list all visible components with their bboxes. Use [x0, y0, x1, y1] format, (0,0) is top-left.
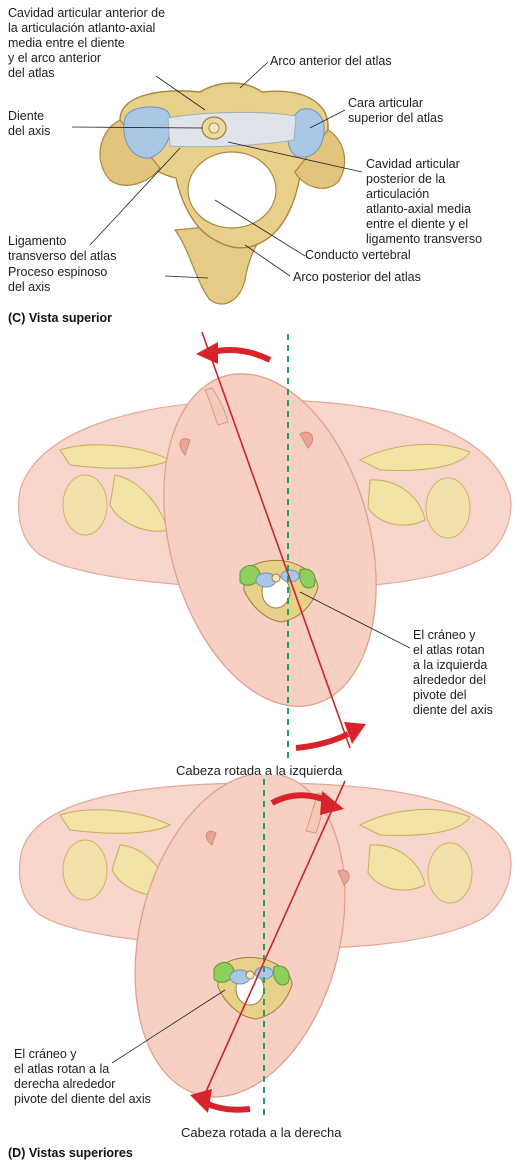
label-superior-facet: Cara articular superior del atlas [348, 96, 443, 126]
vertebral-canal [188, 152, 276, 228]
panel-d-left-illustration [0, 330, 526, 790]
label-posterior-cavity: Cavidad articular posterior de la articu… [366, 157, 482, 247]
rotation-arrow-top-left [212, 350, 270, 360]
caption-c: (C) Vista superior [8, 311, 112, 325]
label-anterior-arch: Arco anterior del atlas [270, 54, 392, 69]
transverse-ligament [168, 112, 296, 146]
label-dens: Diente del axis [8, 109, 50, 139]
label-anterior-cavity: Cavidad articular anterior de la articul… [8, 6, 165, 81]
rotation-arrow-bottom-right [206, 1103, 250, 1110]
label-vertebral-canal: Conducto vertebral [305, 248, 411, 263]
label-spinous-process: Proceso espinoso del axis [8, 265, 107, 295]
label-posterior-arch: Arco posterior del atlas [293, 270, 421, 285]
label-transverse-ligament: Ligamento transverso del atlas [8, 234, 116, 264]
note-rotate-right: El cráneo y el atlas rotan a la derecha … [14, 1047, 151, 1107]
note-rotate-left: El cráneo y el atlas rotan a la izquierd… [413, 628, 493, 718]
caption-head-right: Cabeza rotada a la derecha [181, 1125, 341, 1140]
rotation-arrow-bottom-left [296, 734, 348, 748]
caption-d: (D) Vistas superiores [8, 1146, 133, 1160]
